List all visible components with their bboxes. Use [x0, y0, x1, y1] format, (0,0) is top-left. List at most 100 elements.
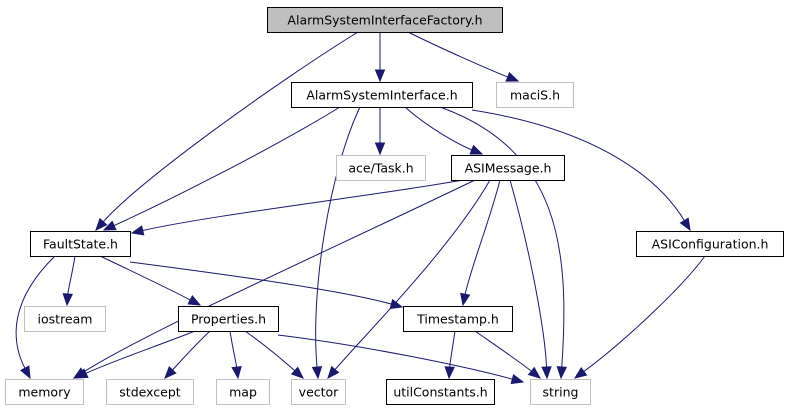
node-label: Timestamp.h: [416, 312, 499, 327]
node-box: [451, 155, 565, 181]
node-properties[interactable]: Properties.h: [178, 306, 279, 332]
edge-asi-to-vector: [311, 106, 361, 380]
node-memory: memory: [5, 379, 84, 405]
node-box: [30, 231, 131, 257]
edge-faultstate-to-properties: [99, 255, 202, 306]
node-factory[interactable]: AlarmSystemInterfaceFactory.h: [267, 7, 503, 33]
edge-line: [171, 330, 211, 372]
edge-line: [82, 179, 476, 374]
edge-asiconfig-to-string: [573, 255, 706, 379]
arrowhead-icon: [374, 142, 386, 156]
edge-line: [15, 255, 56, 370]
arrowhead-icon: [62, 293, 73, 307]
node-box: [530, 379, 591, 405]
node-asi[interactable]: AlarmSystemInterface.h: [291, 82, 473, 108]
arrowhead-icon: [510, 373, 525, 385]
node-label: AlarmSystemInterface.h: [306, 88, 457, 103]
node-macis: maciS.h: [496, 82, 574, 108]
node-label: ASIMessage.h: [465, 161, 552, 176]
edge-line: [449, 330, 456, 369]
edges-layer: [15, 31, 706, 385]
arrowhead-icon: [20, 365, 31, 380]
edge-asi-to-faultstate: [102, 106, 341, 231]
edge-line: [99, 255, 192, 301]
edge-asimessage-to-timestamp: [460, 179, 501, 307]
edge-factory-to-faultstate: [95, 31, 359, 231]
edge-faultstate-to-iostream: [62, 255, 76, 307]
edge-timestamp-to-utilconstants: [444, 330, 456, 380]
node-box: [267, 7, 503, 33]
node-string: string: [530, 379, 591, 405]
edge-factory-to-macis: [407, 31, 520, 82]
arrowhead-icon: [311, 366, 323, 380]
arrowhead-icon: [102, 220, 117, 231]
edge-asimessage-to-vector: [327, 179, 491, 380]
arrowhead-icon: [290, 366, 304, 379]
arrowhead-icon: [573, 366, 588, 379]
edge-asi-to-asiconfig: [471, 109, 691, 232]
edge-line: [141, 179, 464, 232]
node-asimessage[interactable]: ASIMessage.h: [451, 155, 565, 181]
node-box: [336, 155, 426, 181]
node-asiconfig[interactable]: ASIConfiguration.h: [636, 231, 784, 257]
node-timestamp[interactable]: Timestamp.h: [403, 306, 513, 332]
arrowhead-icon: [556, 366, 568, 380]
edge-faultstate-to-memory: [15, 255, 56, 380]
node-utilconstants[interactable]: utilConstants.h: [386, 379, 495, 405]
node-label: ASIConfiguration.h: [652, 237, 769, 252]
edge-line: [509, 179, 548, 369]
node-label: AlarmSystemInterfaceFactory.h: [287, 13, 482, 28]
edge-properties-to-vector: [244, 330, 304, 379]
node-box: [24, 306, 106, 332]
node-box: [216, 379, 270, 405]
node-faultstate[interactable]: FaultState.h: [30, 231, 131, 257]
node-box: [106, 379, 194, 405]
edge-line: [407, 31, 509, 78]
node-label: FaultState.h: [43, 237, 118, 252]
node-label: ace/Task.h: [348, 161, 413, 176]
nodes-layer: AlarmSystemInterfaceFactory.hAlarmSystem…: [5, 7, 784, 405]
edge-timestamp-to-string: [474, 330, 542, 379]
node-box: [291, 82, 473, 108]
node-label: utilConstants.h: [393, 385, 487, 400]
node-box: [291, 379, 346, 405]
arrowhead-icon: [389, 298, 404, 310]
edge-line: [102, 31, 359, 223]
edge-line: [471, 109, 686, 222]
arrowhead-icon: [95, 217, 108, 231]
arrowhead-icon: [374, 69, 386, 83]
edge-line: [315, 106, 361, 369]
arrowhead-icon: [231, 365, 242, 380]
arrowhead-icon: [505, 71, 520, 82]
edge-asi-to-acetask: [374, 106, 386, 156]
edge-line: [112, 106, 341, 227]
arrowhead-icon: [444, 366, 455, 380]
node-acetask: ace/Task.h: [336, 155, 426, 181]
edge-line: [464, 179, 501, 296]
node-box: [5, 379, 84, 405]
arrowhead-icon: [74, 368, 89, 379]
node-label: Properties.h: [191, 312, 266, 327]
edge-properties-to-map: [229, 330, 242, 380]
node-label: memory: [18, 385, 71, 400]
edge-line: [439, 106, 565, 369]
node-vector: vector: [291, 379, 346, 405]
edge-asimessage-to-faultstate: [130, 179, 464, 236]
node-label: string: [543, 385, 579, 400]
edge-asi-to-string: [439, 106, 568, 380]
edge-line: [334, 179, 491, 371]
edge-line: [404, 106, 473, 151]
node-box: [636, 231, 784, 257]
node-box: [496, 82, 574, 108]
arrowhead-icon: [327, 365, 340, 380]
edge-line: [244, 330, 296, 372]
arrowhead-icon: [679, 217, 691, 232]
node-iostream: iostream: [24, 306, 106, 332]
edge-line: [229, 330, 238, 369]
edge-asimessage-to-memory: [72, 179, 476, 379]
node-map: map: [216, 379, 270, 405]
edge-line: [474, 330, 533, 373]
arrowhead-icon: [460, 292, 471, 307]
edge-faultstate-to-timestamp: [129, 261, 404, 310]
